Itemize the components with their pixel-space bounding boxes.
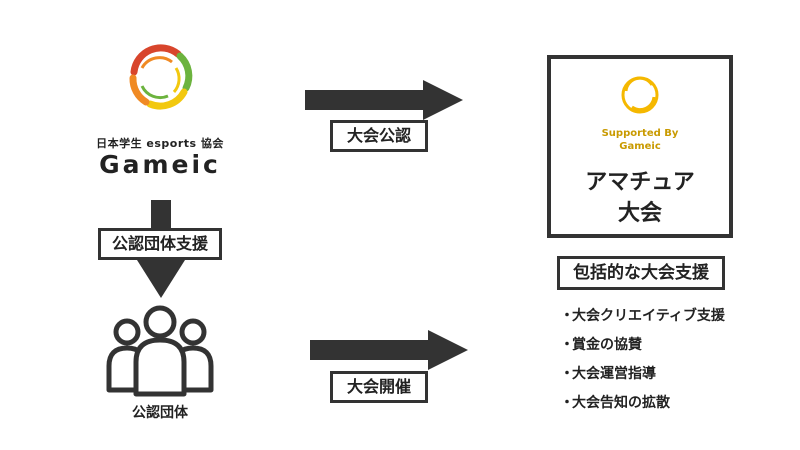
supported-by-line1: Supported By — [601, 128, 679, 139]
list-item: ・賞金の協賛 — [560, 331, 725, 360]
arrow-right-bottom — [310, 330, 468, 370]
label-tournament-hosting: 大会開催 — [330, 371, 428, 403]
comprehensive-support-box: 包括的な大会支援 — [557, 256, 725, 290]
amateur-tournament-card: Supported By Gameic アマチュア 大会 — [547, 55, 733, 238]
group-people-icon — [106, 305, 214, 397]
bullet: ・ — [560, 308, 574, 324]
feature-text: 大会クリエイティブ支援 — [572, 308, 725, 324]
feature-text: 大会告知の拡散 — [572, 395, 670, 411]
list-item: ・大会運営指導 — [560, 360, 725, 389]
card-title-line2: 大会 — [617, 201, 662, 226]
feature-list: ・大会クリエイティブ支援 ・賞金の協賛 ・大会運営指導 ・大会告知の拡散 — [560, 302, 725, 418]
gameic-gold-logo-icon — [621, 76, 659, 114]
group-label: 公認団体 — [132, 405, 188, 421]
bullet: ・ — [560, 366, 574, 382]
label-tournament-certification: 大会公認 — [330, 120, 428, 152]
supported-by-text: Supported By Gameic — [551, 127, 729, 153]
bullet: ・ — [560, 337, 574, 353]
label-certified-group-support: 公認団体支援 — [98, 228, 222, 260]
feature-text: 大会運営指導 — [572, 366, 656, 382]
feature-text: 賞金の協賛 — [572, 337, 642, 353]
bullet: ・ — [560, 395, 574, 411]
organization-name: Gameic — [99, 150, 221, 179]
list-item: ・大会告知の拡散 — [560, 389, 725, 418]
gameic-logo-icon — [129, 44, 193, 110]
organization-subtitle: 日本学生 esports 協会 — [96, 137, 224, 150]
card-title: アマチュア 大会 — [551, 167, 729, 229]
card-title-line1: アマチュア — [585, 170, 695, 195]
arrow-right-top — [305, 80, 463, 120]
supported-by-line2: Gameic — [619, 141, 661, 152]
list-item: ・大会クリエイティブ支援 — [560, 302, 725, 331]
